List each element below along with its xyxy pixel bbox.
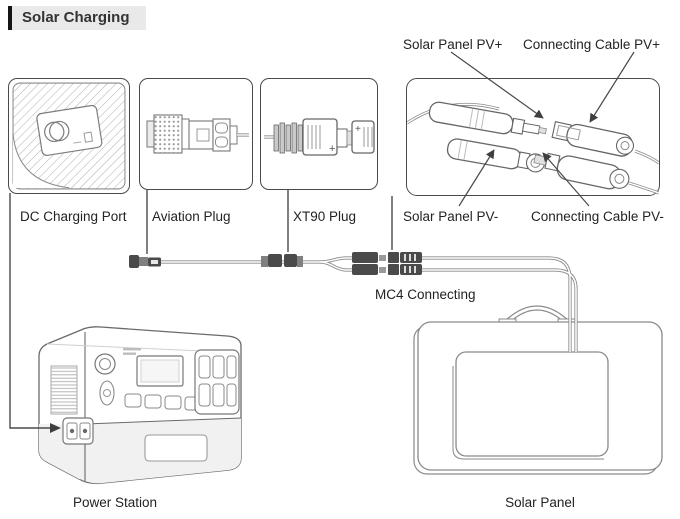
connecting-cable-pv-minus-label: Connecting Cable PV- — [531, 209, 664, 224]
power-station-label: Power Station — [72, 495, 158, 510]
dc-charging-port-illustration — [12, 82, 126, 190]
connecting-cable-pv-plus-connector — [551, 121, 635, 157]
ac-outlet-panel — [194, 349, 240, 415]
xt90-plug-illustration: + + — [264, 118, 375, 156]
solar-panel-pv-plus-label: Solar Panel PV+ — [403, 37, 503, 52]
aviation-plug-label: Aviation Plug — [152, 209, 231, 224]
cable-aviation-plug — [129, 255, 161, 268]
vent-grille — [50, 365, 78, 415]
dial-knob — [94, 353, 116, 375]
mc4-detail-box — [406, 78, 660, 196]
xt90-plug-label: XT90 Plug — [293, 209, 357, 224]
cable-xt90-plugs — [261, 254, 303, 267]
section-title-text: Solar Charging — [22, 9, 130, 26]
solar-panel-illustration — [413, 305, 663, 475]
dc-charging-port-box — [8, 78, 130, 194]
panel-pocket — [455, 351, 609, 457]
cable-mc4-connectors — [352, 252, 422, 275]
solar-panel-label: Solar Panel — [505, 495, 575, 510]
xt90-plus-mark: + — [329, 143, 335, 155]
section-title: Solar Charging — [8, 6, 146, 30]
solar-panel-pv-minus-connector — [446, 138, 546, 173]
power-station-illustration — [38, 326, 242, 485]
aviation-plug-box — [139, 78, 253, 190]
dc-port-panel — [36, 104, 103, 156]
xt90-plug-box: + + — [260, 78, 378, 190]
solar-panel-pv-minus-label: Solar Panel PV- — [403, 209, 499, 224]
mc4-connecting-label: MC4 Connecting — [375, 287, 476, 302]
dc-charging-port-label: DC Charging Port — [20, 209, 127, 224]
mc4-connectors-illustration — [407, 101, 659, 195]
connecting-cable-pv-plus-label: Connecting Cable PV+ — [523, 37, 660, 52]
aviation-plug-illustration — [146, 114, 249, 154]
xt90-plus-mark-2: + — [355, 124, 361, 135]
